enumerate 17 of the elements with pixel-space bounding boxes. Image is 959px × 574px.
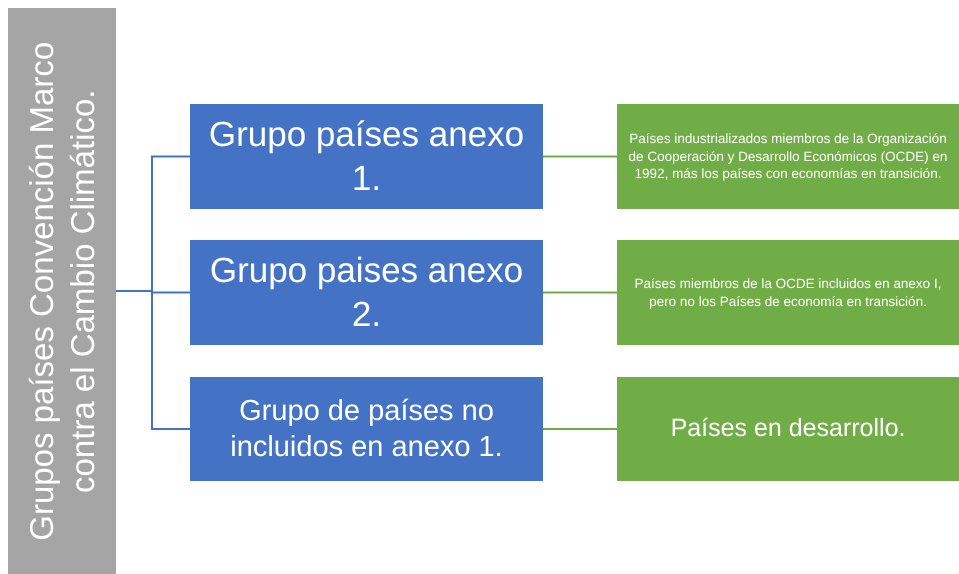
connector-line	[543, 428, 617, 430]
connector-line	[543, 292, 617, 294]
node-text: Países miembros de la OCDE incluidos en anexo I, pero no los Países de economía en transición.	[634, 274, 942, 310]
description-box	[617, 377, 959, 481]
group-box	[190, 240, 543, 345]
node-text: Grupo paises anexo 2.	[208, 250, 524, 336]
title-bar	[8, 8, 116, 574]
connector-line	[543, 156, 617, 158]
group-box	[190, 104, 543, 209]
description-box	[617, 240, 959, 345]
node-text: Países industrializados miembros de la Organización de Cooperación y Desarrollo Económicos (OCDE) en 1992, más los países con economías en transición.	[628, 130, 948, 183]
node-text: Grupos países Convención Marco contra el Cambio Climático.	[22, 40, 102, 542]
node-text: Grupo de países no incluidos en anexo 1.	[229, 394, 504, 465]
node-text: Grupo países anexo 1.	[208, 114, 526, 200]
group-box	[190, 377, 543, 481]
description-box	[617, 104, 959, 209]
node-text: Países en desarrollo.	[670, 413, 906, 444]
